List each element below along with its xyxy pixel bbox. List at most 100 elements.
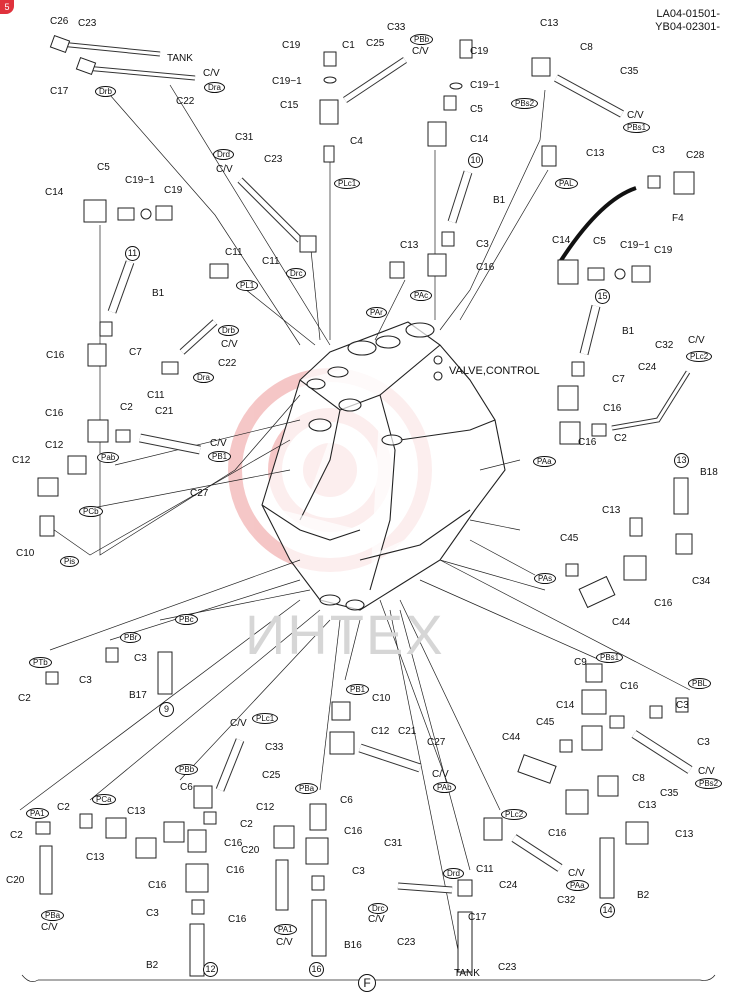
port-label: PBs2 [511, 98, 539, 109]
part-label: C21 [155, 406, 174, 417]
part-label: C13 [602, 505, 621, 516]
part-label: C/V [41, 922, 58, 933]
port-label: PB1 [346, 684, 370, 695]
part-label: C19 [282, 40, 301, 51]
part-label: C12 [45, 440, 64, 451]
section-label: F [358, 974, 376, 992]
part-label: C/V [412, 46, 429, 57]
part-label: C13 [400, 240, 419, 251]
part-label: C5 [470, 104, 483, 115]
part-label: C16 [224, 838, 243, 849]
part-label: C19−1 [470, 80, 500, 91]
part-label: C12 [256, 802, 275, 813]
part-label: C32 [655, 340, 674, 351]
serial-range-1: LA04-01501- [656, 8, 720, 20]
port-label: PCb [79, 506, 103, 517]
part-label: C33 [387, 22, 406, 33]
part-label: C45 [560, 533, 579, 544]
part-label: TANK [167, 53, 193, 64]
part-label: C21 [398, 726, 417, 737]
part-label: C9 [574, 657, 587, 668]
part-label: C14 [45, 187, 64, 198]
part-label: C5 [593, 236, 606, 247]
port-label: PA1 [274, 924, 297, 935]
part-label: C2 [614, 433, 627, 444]
part-label: C11 [262, 256, 280, 267]
part-label: C3 [476, 239, 489, 250]
port-label: PAb [433, 782, 456, 793]
part-label: C33 [265, 742, 284, 753]
part-label: TANK [454, 968, 480, 979]
port-label: Drd [443, 868, 464, 879]
watermark-text: ИНТЕХ [245, 603, 445, 666]
port-label: PBL [688, 678, 712, 689]
part-label: C/V [203, 68, 220, 79]
port-label: PAc [410, 290, 433, 301]
serial-reference: LA04-01501- YB04-02301- [655, 8, 720, 34]
part-label: C16 [620, 681, 639, 692]
part-label: B1 [493, 195, 506, 206]
part-label: C45 [536, 717, 555, 728]
port-label: PAa [566, 880, 589, 891]
part-label: C/V [698, 766, 715, 777]
fittings [35, 34, 695, 977]
part-label: C17 [468, 912, 487, 923]
part-label: C28 [686, 150, 705, 161]
part-label: C/V [210, 438, 227, 449]
part-label: C35 [620, 66, 639, 77]
part-label: C16 [226, 865, 245, 876]
part-label: C32 [557, 895, 576, 906]
part-label: C8 [580, 42, 593, 53]
part-label: C13 [638, 800, 657, 811]
part-label: C3 [352, 866, 365, 877]
port-label: Drb [218, 325, 239, 336]
part-label: C31 [384, 838, 403, 849]
part-label: B1 [152, 288, 165, 299]
part-label: F4 [672, 213, 684, 224]
part-label: C3 [146, 908, 159, 919]
part-label: C19 [164, 185, 183, 196]
port-label: PBr [120, 632, 142, 643]
part-label: C3 [134, 653, 147, 664]
port-label: Dra [193, 372, 214, 383]
part-label: C23 [498, 962, 517, 973]
part-label: C3 [79, 675, 92, 686]
port-label: PBc [175, 614, 198, 625]
port-label: PLc2 [501, 809, 528, 820]
part-label: C22 [176, 96, 195, 107]
part-label: C27 [427, 737, 446, 748]
part-label: C4 [350, 136, 363, 147]
part-label: C19 [470, 46, 489, 57]
part-label: C3 [697, 737, 710, 748]
part-label: C7 [129, 347, 142, 358]
part-label: C16 [548, 828, 567, 839]
part-label: C16 [654, 598, 673, 609]
part-label: C19 [654, 245, 673, 256]
part-label: B2 [637, 890, 650, 901]
part-label: C2 [18, 693, 31, 704]
part-label: C2 [240, 819, 253, 830]
part-label: C19−1 [620, 240, 650, 251]
part-label: C/V [230, 718, 247, 729]
part-label: C23 [264, 154, 283, 165]
part-label: B16 [344, 940, 362, 951]
port-label: PTb [29, 657, 52, 668]
part-label: B2 [146, 960, 159, 971]
part-label: C34 [692, 576, 711, 587]
hose-index: 12 [203, 962, 218, 977]
part-label: C16 [148, 880, 167, 891]
hose-index: 15 [595, 289, 610, 304]
part-label: C22 [218, 358, 237, 369]
part-label: C24 [499, 880, 518, 891]
part-label: C12 [371, 726, 390, 737]
part-label: C6 [340, 795, 353, 806]
part-label: C20 [6, 875, 25, 886]
part-label: C16 [476, 262, 495, 273]
hose-index: 14 [600, 903, 615, 918]
port-label: PCa [92, 794, 116, 805]
part-label: B17 [129, 690, 147, 701]
part-label: C13 [86, 852, 105, 863]
part-label: C/V [432, 769, 449, 780]
part-label: C24 [638, 362, 657, 373]
